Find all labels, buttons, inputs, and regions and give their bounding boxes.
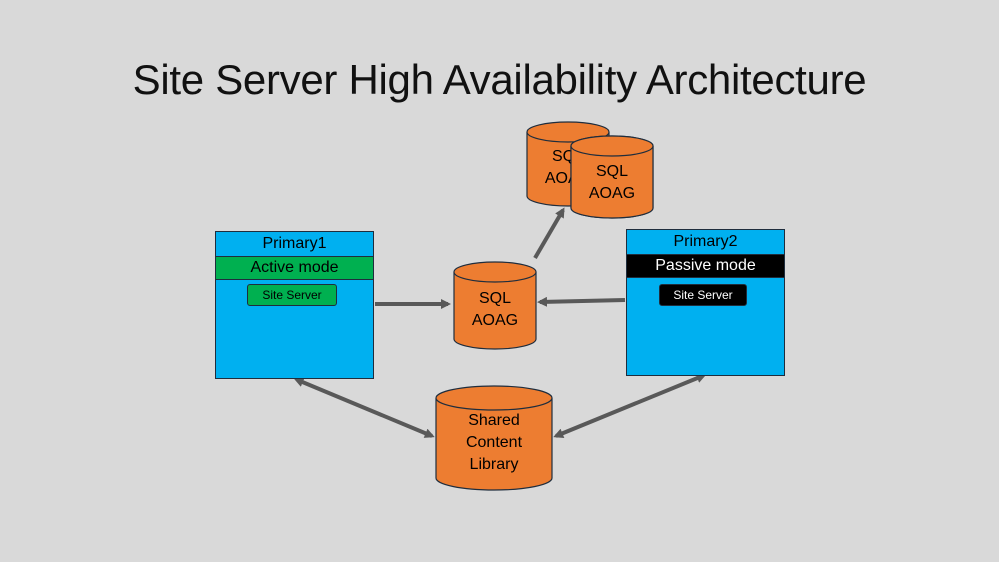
primary1-name: Primary1	[262, 235, 327, 252]
content-library-line3: Library	[469, 456, 519, 473]
sql-primary-label: SQL AOAG	[454, 288, 536, 332]
sql-front-line2: AOAG	[588, 185, 636, 202]
sql-center-line1: SQL	[478, 290, 511, 307]
primary1-site-server-badge: Site Server	[247, 284, 337, 306]
primary2-site-server-badge: Site Server	[659, 284, 747, 306]
content-library-line1: Shared	[468, 412, 520, 429]
primary2-name: Primary2	[673, 233, 738, 250]
page-title: Site Server High Availability Architectu…	[132, 56, 867, 103]
content-library-label: Shared Content Library	[436, 410, 552, 476]
arrow-sql-to-replicas	[533, 207, 565, 260]
arrow-primary2-to-sql	[537, 296, 626, 307]
sql-replica-front-label: SQL AOAG	[571, 161, 653, 205]
arrow-primary1-content-library	[293, 377, 435, 438]
primary2-server-box: Primary2 Passive mode Site Server	[626, 229, 785, 376]
content-library-line2: Content	[465, 434, 523, 451]
primary1-server-box: Primary1 Active mode Site Server	[215, 231, 374, 379]
primary2-mode-banner: Passive mode	[627, 254, 784, 278]
sql-front-line1: SQL	[595, 163, 628, 180]
content-library-cylinder	[435, 385, 553, 491]
primary1-mode-banner: Active mode	[216, 256, 373, 280]
arrow-primary2-content-library	[553, 373, 707, 438]
sql-primary-cylinder	[453, 261, 537, 350]
sql-center-line2: AOAG	[471, 312, 519, 329]
